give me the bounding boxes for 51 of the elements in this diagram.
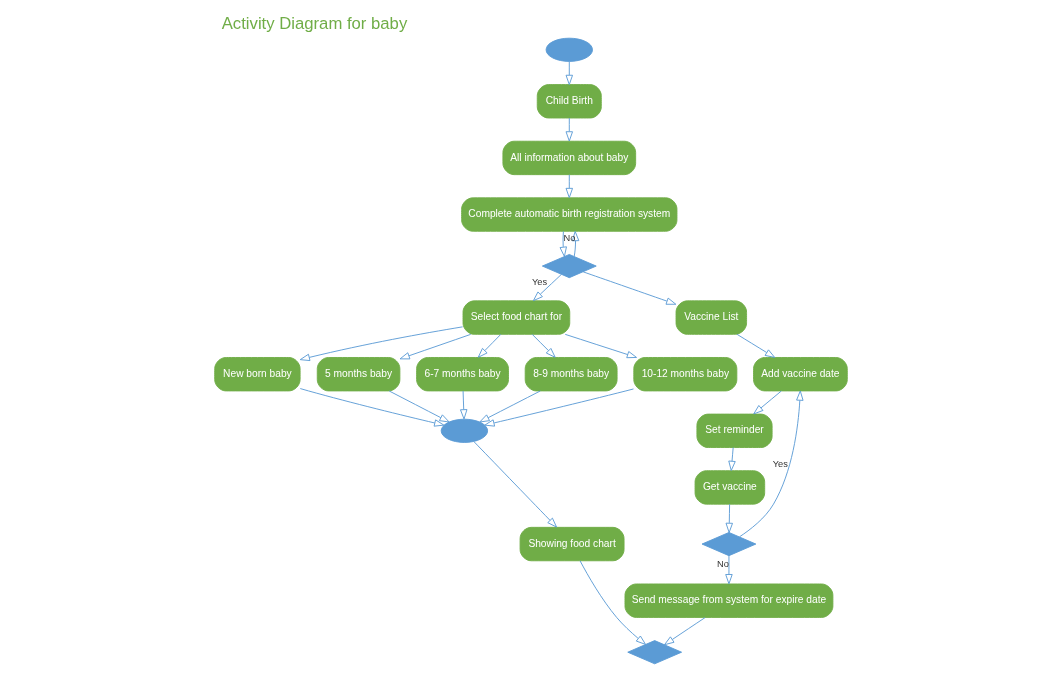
arrow bbox=[565, 117, 573, 142]
node-box: 8-9 months baby bbox=[524, 357, 618, 392]
node-box: Showing food chart bbox=[519, 526, 625, 562]
arrow bbox=[725, 503, 733, 533]
edge-label: Yes bbox=[532, 276, 548, 287]
node-box: Get vaccine bbox=[694, 470, 766, 505]
node-box: 5 months baby bbox=[316, 357, 401, 392]
arrow bbox=[531, 333, 556, 358]
arrow bbox=[564, 333, 638, 359]
node-circle bbox=[545, 37, 593, 62]
arrow bbox=[736, 333, 776, 358]
diagram-title: Activity Diagram for baby bbox=[221, 14, 408, 34]
arrow bbox=[739, 390, 804, 538]
arrow bbox=[388, 390, 450, 423]
arrow bbox=[460, 390, 468, 420]
node-box: Add vaccine date bbox=[753, 357, 848, 392]
arrow bbox=[582, 271, 677, 305]
arrow bbox=[399, 333, 472, 360]
node-box: New born baby bbox=[214, 357, 301, 392]
arrow bbox=[753, 390, 782, 415]
arrow bbox=[299, 326, 464, 362]
arrow bbox=[565, 174, 573, 199]
arrow bbox=[571, 231, 580, 257]
node-diamond bbox=[627, 640, 683, 665]
node-box: All information about baby bbox=[502, 140, 637, 176]
node-box: 10-12 months baby bbox=[633, 357, 738, 392]
node-box: Set reminder bbox=[696, 413, 773, 448]
arrow bbox=[664, 617, 706, 646]
arrow bbox=[565, 61, 573, 85]
arrow bbox=[579, 560, 646, 645]
node-diamond bbox=[701, 532, 757, 557]
node-box: Complete automatic birth registration system bbox=[461, 197, 678, 232]
node-box: 6-7 months baby bbox=[416, 357, 509, 392]
edge-label: Yes bbox=[772, 458, 788, 469]
node-box: Child Birth bbox=[536, 84, 602, 119]
edge-label: No bbox=[563, 233, 576, 244]
arrow bbox=[479, 390, 541, 423]
node-diamond bbox=[541, 254, 597, 279]
arrow bbox=[477, 333, 502, 358]
node-box: Select food chart for bbox=[462, 300, 571, 335]
node-circle bbox=[440, 418, 489, 443]
arrow bbox=[559, 231, 567, 257]
arrow bbox=[473, 441, 557, 528]
edge-label: No bbox=[716, 559, 729, 570]
arrow bbox=[728, 447, 736, 471]
node-box: Vaccine List bbox=[675, 300, 748, 335]
arrow bbox=[532, 273, 562, 302]
arrow bbox=[725, 555, 733, 585]
arrow bbox=[299, 388, 445, 427]
node-box: Send message from system for expire date bbox=[624, 583, 834, 618]
arrow bbox=[484, 388, 634, 427]
